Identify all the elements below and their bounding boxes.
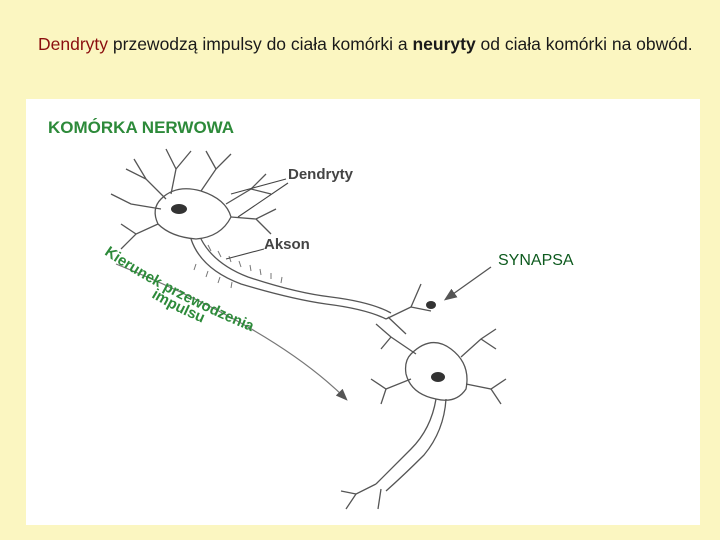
caption-neurites: neuryty [412,34,476,54]
neuron-figure: KOMÓRKA NERWOWA [26,99,700,525]
upper-nucleus [171,204,187,214]
figure-title: KOMÓRKA NERWOWA [48,118,234,137]
caption-dendrites: Dendryty [38,34,109,54]
lower-neuron [340,323,507,510]
label-dendrites: Dendryty [288,166,354,183]
caption-text-2: od ciała komórki na obwód. [475,34,693,54]
synapse-knob [426,301,436,309]
lower-nucleus [431,372,445,382]
caption-text-1: przewodzą impulsy do ciała komórki a [108,34,413,54]
axon-myelin-marks [193,244,283,289]
slide-caption: Dendryty przewodzą impulsy do ciała komó… [38,34,708,54]
neuron-diagram: KOMÓRKA NERWOWA [48,118,507,510]
label-axon: Akson [264,236,310,253]
label-pointers [225,178,289,260]
direction-arrow [115,263,348,401]
synapse-arrow [443,266,492,301]
label-synapse: SYNAPSA [498,252,574,269]
upper-neuron [110,148,432,335]
